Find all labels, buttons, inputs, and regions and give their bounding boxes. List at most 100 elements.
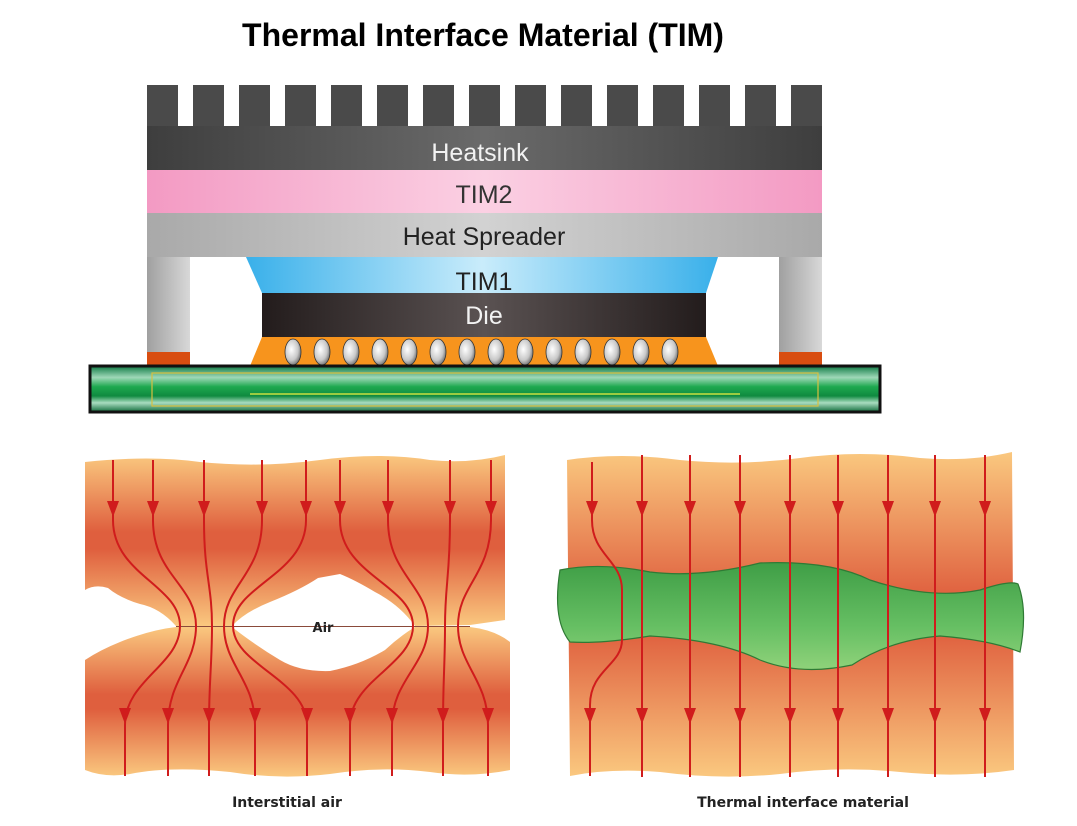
die-label: Die xyxy=(465,302,503,330)
solder-ball xyxy=(284,338,302,366)
arrowhead-icon xyxy=(636,501,648,517)
adhesive-left xyxy=(147,352,190,366)
heatsink-label: Heatsink xyxy=(431,139,529,167)
solder-ball xyxy=(458,338,476,366)
arrowhead-icon xyxy=(636,708,648,724)
heat-spreader-layer xyxy=(147,213,822,257)
solder-ball xyxy=(371,338,389,366)
arrowhead-icon xyxy=(344,708,356,724)
solder-ball xyxy=(313,338,331,366)
heatsink-fin xyxy=(193,85,224,130)
arrowhead-icon xyxy=(386,708,398,724)
heatsink-fin xyxy=(699,85,730,130)
lower-surface xyxy=(85,627,510,777)
solder-ball xyxy=(429,338,447,366)
package-stack: Heatsink TIM2 Heat Spreader TIM1 Die xyxy=(88,85,882,414)
right-caption: Thermal interface material xyxy=(697,795,909,811)
arrowhead-icon xyxy=(249,708,261,724)
solder-ball xyxy=(661,338,679,366)
heat-flow-line xyxy=(222,460,263,776)
heat-flow-line xyxy=(456,460,492,776)
heatsink-fin xyxy=(561,85,592,130)
heat-flow-line xyxy=(339,460,415,776)
arrowhead-icon xyxy=(382,501,394,517)
arrowhead-icon xyxy=(684,501,696,517)
heatsink-fin xyxy=(607,85,638,130)
heat-flow-line xyxy=(387,460,430,776)
arrowhead-icon xyxy=(929,708,941,724)
substrate-pcb xyxy=(88,364,882,414)
heat-flow-lines xyxy=(584,455,991,777)
heat-flow-line xyxy=(112,460,182,776)
heat-flow-line xyxy=(589,462,623,776)
arrowhead-icon xyxy=(107,501,119,517)
arrowhead-icon xyxy=(784,501,796,517)
tim1-layer xyxy=(246,257,718,293)
arrowhead-icon xyxy=(832,708,844,724)
solder-ball xyxy=(603,338,621,366)
arrowhead-icon xyxy=(482,708,494,724)
thermal-interface-material-panel: Thermal interface material xyxy=(556,452,1025,811)
solder-ball xyxy=(400,338,418,366)
spreader-leg-right xyxy=(779,257,822,352)
solder-ball xyxy=(574,338,592,366)
arrowhead-icon xyxy=(334,501,346,517)
arrowhead-icon xyxy=(437,708,449,724)
heatsink-fin xyxy=(745,85,776,130)
arrowhead-icon xyxy=(485,501,497,517)
solder-ball xyxy=(342,338,360,366)
heat-flow-lines xyxy=(107,460,497,776)
arrowhead-icon xyxy=(586,501,598,517)
arrowhead-icon xyxy=(734,501,746,517)
heat-flow-line xyxy=(203,460,214,776)
arrowhead-icon xyxy=(119,708,131,724)
tim1-label: TIM1 xyxy=(456,268,513,296)
solder-ball xyxy=(487,338,505,366)
heatsink-fin xyxy=(239,85,270,130)
arrowhead-icon xyxy=(147,501,159,517)
underfill xyxy=(250,337,718,366)
heatsink-fin xyxy=(515,85,546,130)
pcb-trace xyxy=(151,372,819,407)
heatsink-fin xyxy=(791,85,822,130)
heat-spreader-label: Heat Spreader xyxy=(403,223,566,251)
solder-bumps xyxy=(284,338,679,366)
tim2-layer xyxy=(147,170,822,213)
arrowhead-icon xyxy=(929,501,941,517)
arrowhead-icon xyxy=(684,708,696,724)
arrowhead-icon xyxy=(979,708,991,724)
heat-flow-line xyxy=(231,460,308,776)
arrowhead-icon xyxy=(734,708,746,724)
heatsink-fin xyxy=(285,85,316,130)
heatsink-fin xyxy=(653,85,684,130)
arrowhead-icon xyxy=(882,501,894,517)
heat-flow-line xyxy=(442,460,451,776)
arrowhead-icon xyxy=(301,708,313,724)
tim2-label: TIM2 xyxy=(456,181,513,209)
heatsink-fin xyxy=(331,85,362,130)
arrowhead-icon xyxy=(300,501,312,517)
arrowhead-icon xyxy=(198,501,210,517)
interstitial-air-panel: Air Interstitial air xyxy=(85,455,510,811)
upper-surface xyxy=(85,455,505,626)
spreader-leg-left xyxy=(147,257,190,352)
arrowhead-icon xyxy=(203,708,215,724)
arrowhead-icon xyxy=(162,708,174,724)
arrowhead-icon xyxy=(882,708,894,724)
heat-flow-line xyxy=(152,460,198,776)
die xyxy=(262,293,706,337)
diagram-title: Thermal Interface Material (TIM) xyxy=(242,17,724,53)
arrowhead-icon xyxy=(256,501,268,517)
arrowhead-icon xyxy=(832,501,844,517)
arrowhead-icon xyxy=(444,501,456,517)
heatsink-fin xyxy=(147,85,178,130)
left-caption: Interstitial air xyxy=(232,795,342,811)
heatsink-body xyxy=(147,126,822,170)
air-gap-label: Air xyxy=(313,621,335,636)
heatsink-fin xyxy=(469,85,500,130)
arrowhead-icon xyxy=(979,501,991,517)
solder-ball xyxy=(632,338,650,366)
heatsink-fin xyxy=(423,85,454,130)
solder-ball xyxy=(516,338,534,366)
